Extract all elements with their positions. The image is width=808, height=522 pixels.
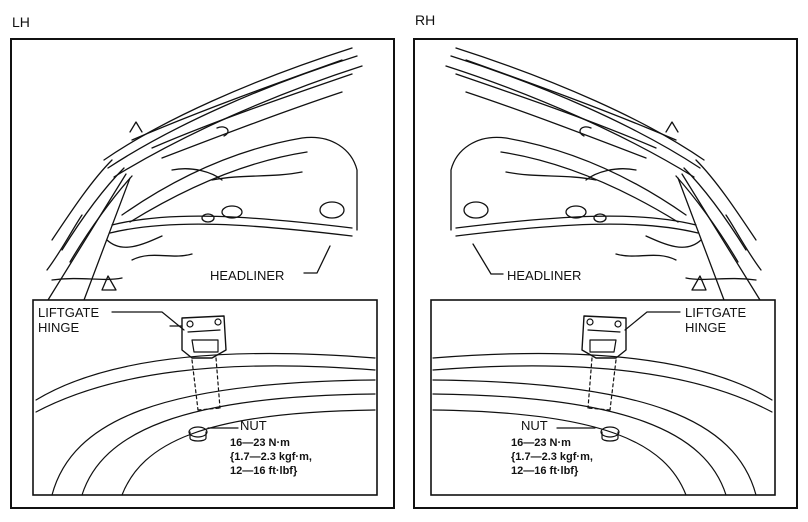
rh-hinge-label-line1: LIFTGATE (685, 305, 747, 320)
rh-torque-nm: 16—23 N·m (511, 437, 571, 449)
lh-torque-kgfm: {1.7—2.3 kgf·m, (230, 451, 312, 463)
rh-torque-ftlbf: 12—16 ft·lbf} (511, 465, 579, 477)
lh-torque-nm: 16—23 N·m (230, 437, 290, 449)
rh-nut-label: NUT (521, 418, 548, 433)
rh-liftgate-hinge-label: LIFTGATE HINGE (685, 305, 746, 335)
lh-hinge-label-line2: HINGE (38, 320, 80, 335)
lh-hinge-label-line1: LIFTGATE (38, 305, 100, 320)
lh-headliner-label: HEADLINER (210, 268, 285, 283)
lh-liftgate-illustration (32, 47, 378, 496)
rh-torque-spec: 16—23 N·m {1.7—2.3 kgf·m, 12—16 ft·lbf} (511, 436, 593, 478)
rh-torque-kgfm: {1.7—2.3 kgf·m, (511, 451, 593, 463)
rh-hinge-label-line2: HINGE (685, 320, 727, 335)
rh-headliner-label: HEADLINER (507, 268, 582, 283)
lh-liftgate-hinge-label: LIFTGATE HINGE (38, 305, 99, 335)
lh-side-label: LH (12, 14, 30, 30)
rh-side-label: RH (415, 12, 436, 28)
lh-diagram-panel: HEADLINER LIFTGATE HINGE NUT 16—23 N·m {… (10, 38, 395, 509)
rh-diagram-panel: HEADLINER LIFTGATE HINGE NUT 16—23 N·m {… (413, 38, 798, 509)
lh-nut-label: NUT (240, 418, 267, 433)
rh-liftgate-illustration (430, 47, 776, 496)
lh-torque-ftlbf: 12—16 ft·lbf} (230, 465, 298, 477)
lh-torque-spec: 16—23 N·m {1.7—2.3 kgf·m, 12—16 ft·lbf} (230, 436, 312, 478)
